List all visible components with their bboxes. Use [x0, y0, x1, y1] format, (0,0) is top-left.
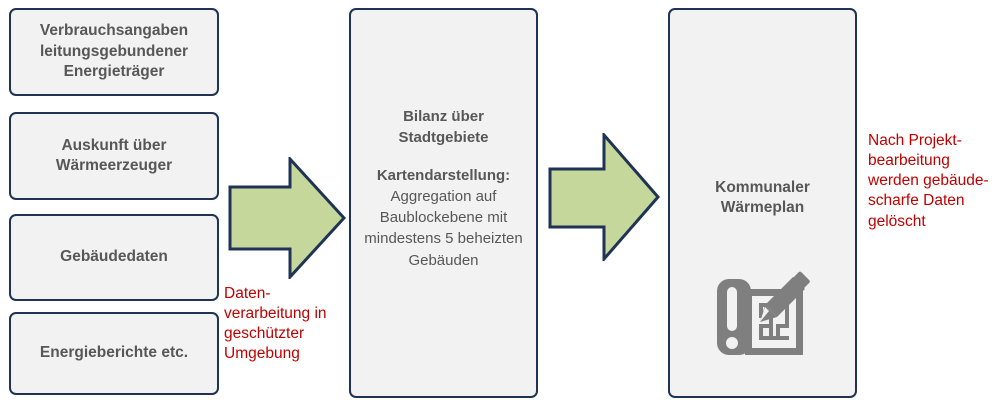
right-arrow-icon: [228, 155, 347, 281]
input-box-waermeerzeuger: Auskunft über Wärmeerzeuger: [9, 112, 219, 200]
processing-body: Aggregation auf Baublockebene mit mindes…: [364, 187, 523, 269]
blueprint-pencil-icon: [716, 271, 810, 355]
arrow-inputs-to-processing-icon: [228, 155, 347, 281]
input-box-label: Auskunft über Wärmeerzeuger: [55, 136, 173, 174]
output-box-waermeplan: Kommunaler Wärmeplan: [668, 8, 857, 398]
input-box-verbrauchsangaben: Verbrauchsangaben leitungsgebundener Ene…: [9, 8, 219, 96]
input-box-gebaeudedaten: Gebäudedaten: [9, 214, 219, 301]
input-box-label: Gebäudedaten: [60, 248, 168, 266]
text-spacer: [357, 149, 530, 165]
processing-heading: Bilanz über Stadtgebiete: [398, 108, 489, 147]
input-box-label: Verbrauchsangaben leitungsgebundener Ene…: [39, 22, 189, 81]
input-box-energieberichte: Energieberichte etc.: [9, 312, 219, 395]
note-datenloeschung: Nach Projekt-bearbeitung werden gebäude-…: [868, 132, 989, 230]
processing-text: Bilanz über Stadtgebiete Kartendarstellu…: [351, 106, 536, 271]
arrow-processing-to-output-icon: [548, 130, 660, 264]
input-box-label: Energieberichte etc.: [39, 344, 189, 362]
output-box-label: Kommunaler Wärmeplan: [715, 179, 810, 217]
right-arrow-icon: [548, 130, 660, 264]
processing-box: Bilanz über Stadtgebiete Kartendarstellu…: [349, 8, 538, 398]
processing-subheading: Kartendarstellung:: [376, 166, 511, 184]
note-datenverarbeitung: Daten-verarbeitung in geschützter Umgebu…: [224, 285, 327, 363]
